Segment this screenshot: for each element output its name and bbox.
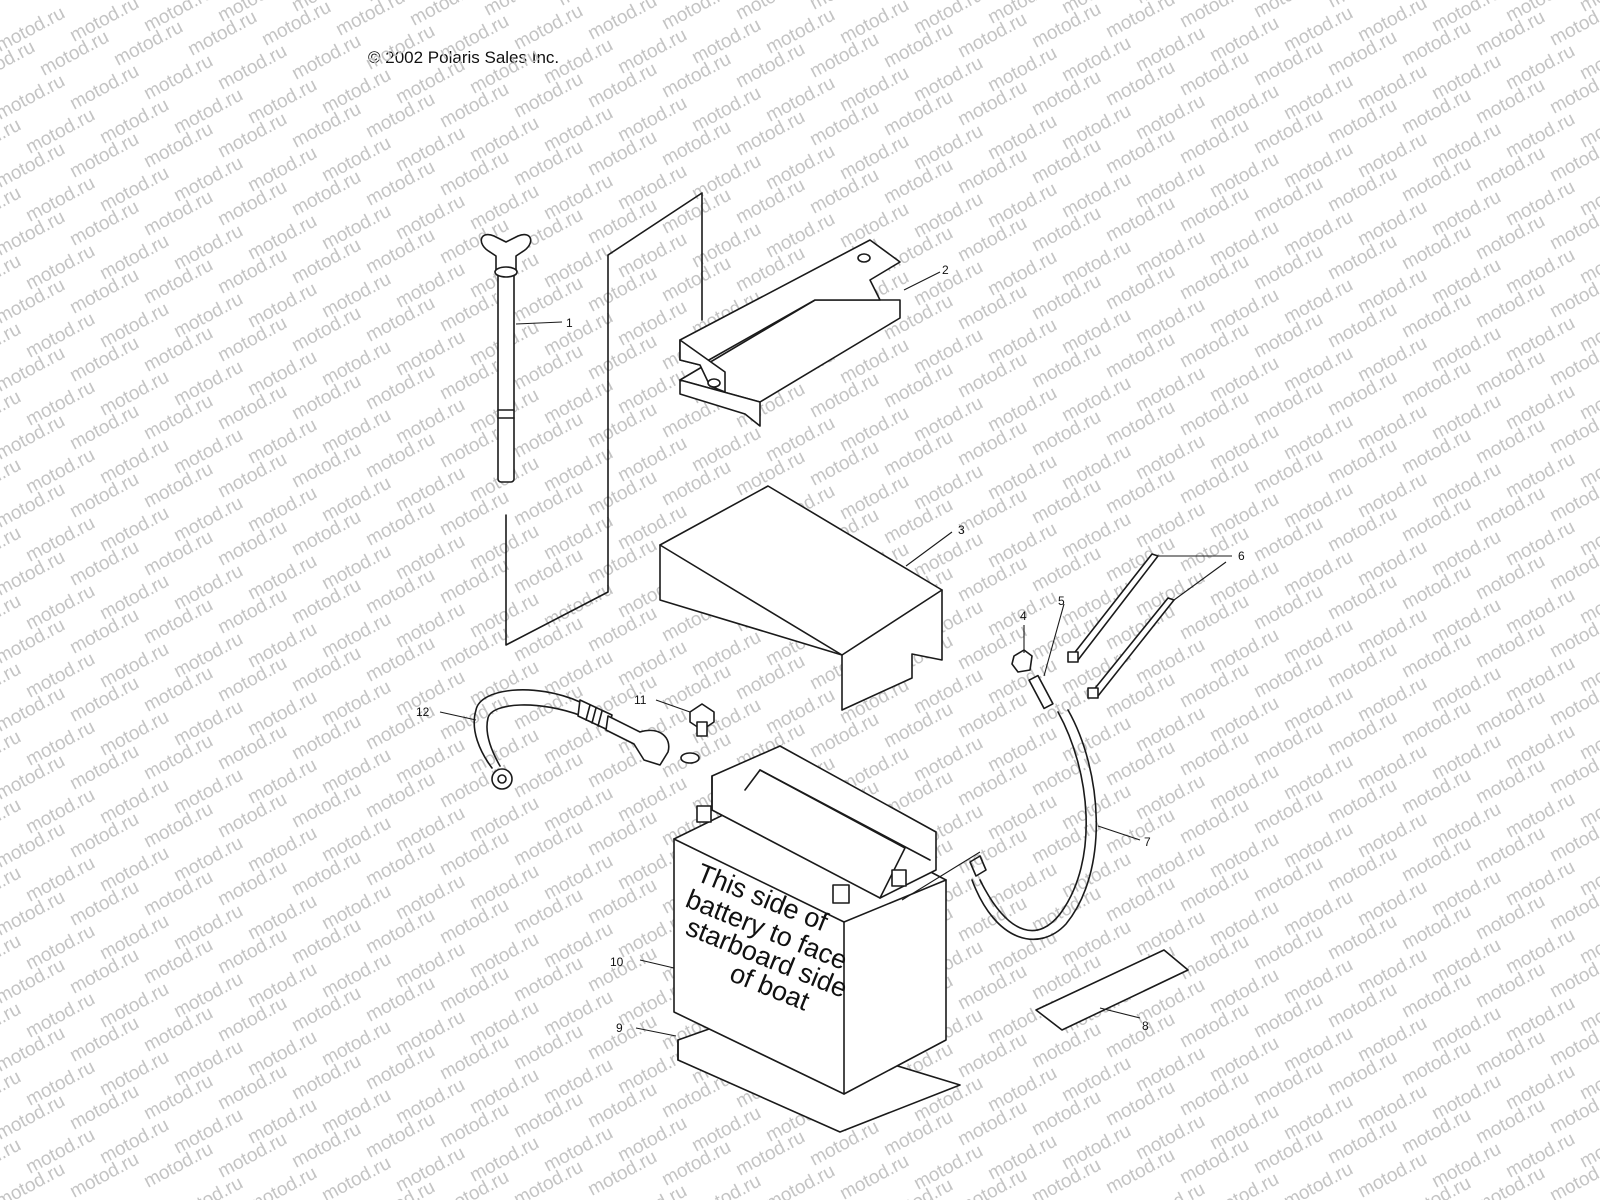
callout-9: 9 — [616, 1021, 623, 1035]
watermark-text: motod.ru — [214, 41, 290, 95]
watermark-text: motod.ru — [170, 1173, 246, 1200]
vent-tube — [971, 709, 1098, 940]
decal — [1035, 949, 1189, 1031]
watermark-text: motod.ru — [836, 1151, 912, 1200]
watermark-text: motod.ru — [244, 1163, 320, 1200]
callout-3: 3 — [958, 523, 965, 537]
watermark-text: motod.ru — [362, 21, 438, 75]
battery-bracket — [679, 239, 901, 427]
watermark-text: motod.ru — [140, 51, 216, 105]
watermark-text: motod.ru — [584, 0, 660, 44]
watermark-text: motod.ru — [510, 1, 586, 55]
watermark-text: motod.ru — [288, 31, 364, 85]
watermark-text: motod.ru — [1354, 1149, 1430, 1200]
watermark-text: motod.ru — [436, 11, 512, 65]
watermark-text: motod.ru — [658, 0, 734, 34]
callout-12: 12 — [416, 705, 430, 719]
callout-7: 7 — [1144, 835, 1151, 849]
watermark-text: motod.ru — [1206, 1169, 1282, 1200]
callout-numbers: 1 2 3 4 5 6 7 8 9 10 11 12 — [416, 263, 1245, 1035]
callout-11: 11 — [634, 693, 647, 707]
hold-down-rod — [480, 233, 532, 483]
callout-8: 8 — [1142, 1019, 1149, 1033]
watermark-text: motod.ru — [1280, 1159, 1356, 1200]
watermark-text: motod.ru — [1132, 1179, 1208, 1200]
strap-loop — [505, 192, 703, 646]
callout-1: 1 — [566, 316, 573, 330]
callout-5: 5 — [1058, 594, 1065, 608]
callout-4: 4 — [1020, 609, 1027, 623]
watermark-text: motod.ru — [66, 61, 142, 115]
battery: This side of battery to face starboard s… — [673, 745, 987, 1095]
vent-rods — [1067, 553, 1175, 699]
battery-cable — [473, 689, 700, 790]
watermark-text: motod.ru — [318, 1153, 394, 1200]
callout-6: 6 — [1238, 549, 1245, 563]
watermark-text: motod.ru — [762, 1161, 838, 1200]
callout-10: 10 — [610, 955, 624, 969]
callout-2: 2 — [942, 263, 949, 277]
watermark-text: motod.ru — [688, 1171, 764, 1200]
terminal-bolt — [689, 703, 715, 737]
watermark-text: motod.ru — [1546, 0, 1600, 50]
vent-fitting — [1011, 649, 1054, 710]
watermark-text: motod.ru — [332, 0, 408, 40]
leader-lines — [439, 271, 1232, 1037]
copyright-text: © 2002 Polaris Sales Inc. — [368, 48, 560, 67]
watermark-text: motod.ru — [1102, 0, 1178, 42]
battery-cover — [659, 485, 943, 711]
